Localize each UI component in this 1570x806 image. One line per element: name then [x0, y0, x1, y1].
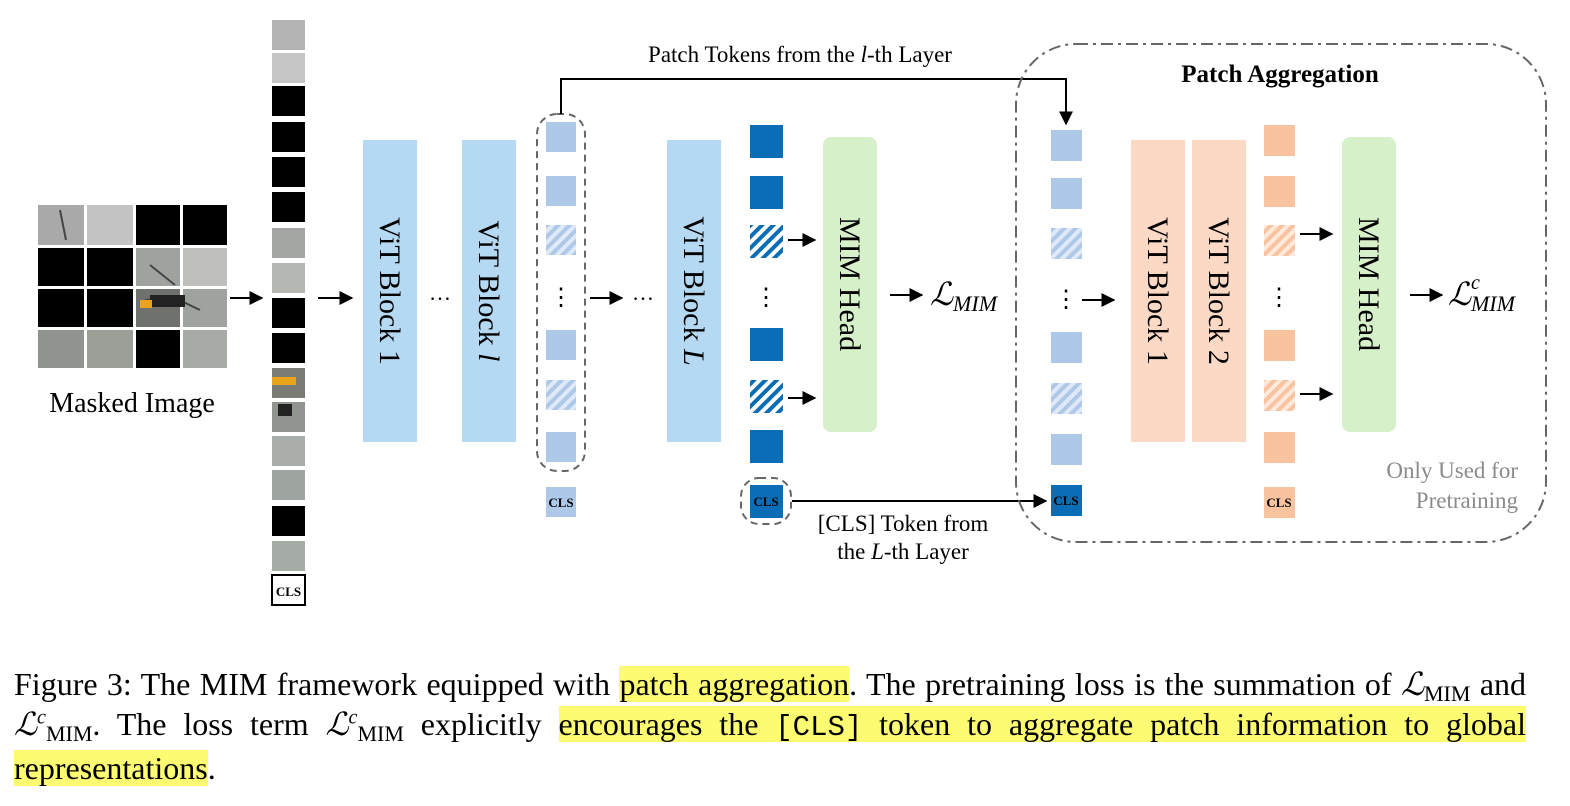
caption-text: . The pretraining loss is the summation … — [849, 666, 1401, 702]
caption-highlight-text: token to aggregate patch information to … — [14, 706, 1526, 786]
caption-text: and — [1470, 666, 1527, 702]
vdots-agg-out: ⋮ — [1267, 285, 1291, 311]
patch-aggregation-title: Patch Aggregation — [1181, 61, 1379, 88]
vit-block-1 — [363, 140, 417, 442]
agg-vit-block-1 — [1131, 140, 1185, 442]
caption-loss-sup: c — [37, 706, 46, 729]
cls-token-agg-out: CLS — [1266, 495, 1291, 510]
figure-caption: Figure 3: The MIM framework equipped wit… — [14, 664, 1526, 788]
agg-vit-block-2 — [1192, 140, 1246, 442]
vit-block-L-label: ViT Block L — [677, 216, 710, 365]
cls-token-agg: CLS — [1053, 493, 1078, 508]
mim-head — [823, 137, 877, 432]
layer-l-tokens — [536, 113, 586, 517]
agg-vit-block-1-label: ViT Block 1 — [1141, 217, 1174, 365]
caption-text: . — [207, 750, 216, 786]
caption-loss-sub: MIM — [45, 721, 93, 746]
loss-mim: ℒMIM — [930, 275, 999, 316]
framework-diagram: Masked Image CLS ViT Block 1 … ViT Block… — [38, 20, 1547, 606]
caption-loss-symbol: ℒ — [325, 705, 349, 743]
ellipsis-1: … — [429, 280, 451, 305]
caption-cls-code: [CLS] — [775, 711, 863, 744]
ellipsis-2: … — [632, 280, 654, 305]
caption-text: explicitly — [403, 706, 559, 742]
masked-image — [38, 205, 227, 368]
patch-tokens-label: Patch Tokens from the l-th Layer — [648, 42, 952, 67]
only-used-line2: Pretraining — [1416, 488, 1519, 513]
vdots-agg: ⋮ — [1054, 287, 1078, 313]
agg-output-tokens — [1264, 125, 1295, 518]
caption-loss-symbol: ℒ — [14, 705, 38, 743]
masked-image-label: Masked Image — [49, 388, 215, 419]
only-used-line1: Only Used for — [1386, 458, 1518, 483]
agg-input-tokens — [1051, 130, 1082, 516]
vit-block-l — [462, 140, 516, 442]
agg-mim-head-label: MIM Head — [1352, 217, 1385, 351]
agg-mim-head — [1342, 137, 1396, 432]
token-column — [271, 20, 306, 606]
caption-loss-symbol: ℒ — [1400, 665, 1424, 703]
vdots-L: ⋮ — [754, 285, 778, 311]
caption-text: . The loss term — [92, 706, 326, 742]
agg-vit-block-2-label: ViT Block 2 — [1202, 217, 1235, 365]
vit-block-1-label: ViT Block 1 — [373, 217, 406, 365]
mim-head-label: MIM Head — [833, 217, 866, 351]
cls-token-L: CLS — [753, 494, 778, 509]
caption-text: Figure 3: The MIM framework equipped wit… — [14, 666, 620, 702]
vit-block-L — [667, 140, 721, 442]
patch-aggregation-box — [1015, 43, 1547, 543]
cls-token-l: CLS — [548, 495, 573, 510]
vdots-l: ⋮ — [549, 285, 573, 311]
caption-loss-sub: MIM — [357, 721, 404, 746]
layer-L-tokens — [740, 125, 792, 525]
cls-token-label-line1: [CLS] Token from — [818, 511, 989, 536]
caption-loss-sup: c — [348, 706, 358, 729]
cls-token-input: CLS — [276, 584, 301, 599]
caption-highlight-1: patch aggregation — [619, 666, 850, 702]
vit-block-l-label: ViT Block l — [472, 221, 505, 362]
caption-highlight-text: encourages the — [558, 706, 776, 742]
caption-loss-sub: MIM — [1423, 681, 1471, 706]
cls-token-label-line2: the L-th Layer — [837, 539, 969, 564]
